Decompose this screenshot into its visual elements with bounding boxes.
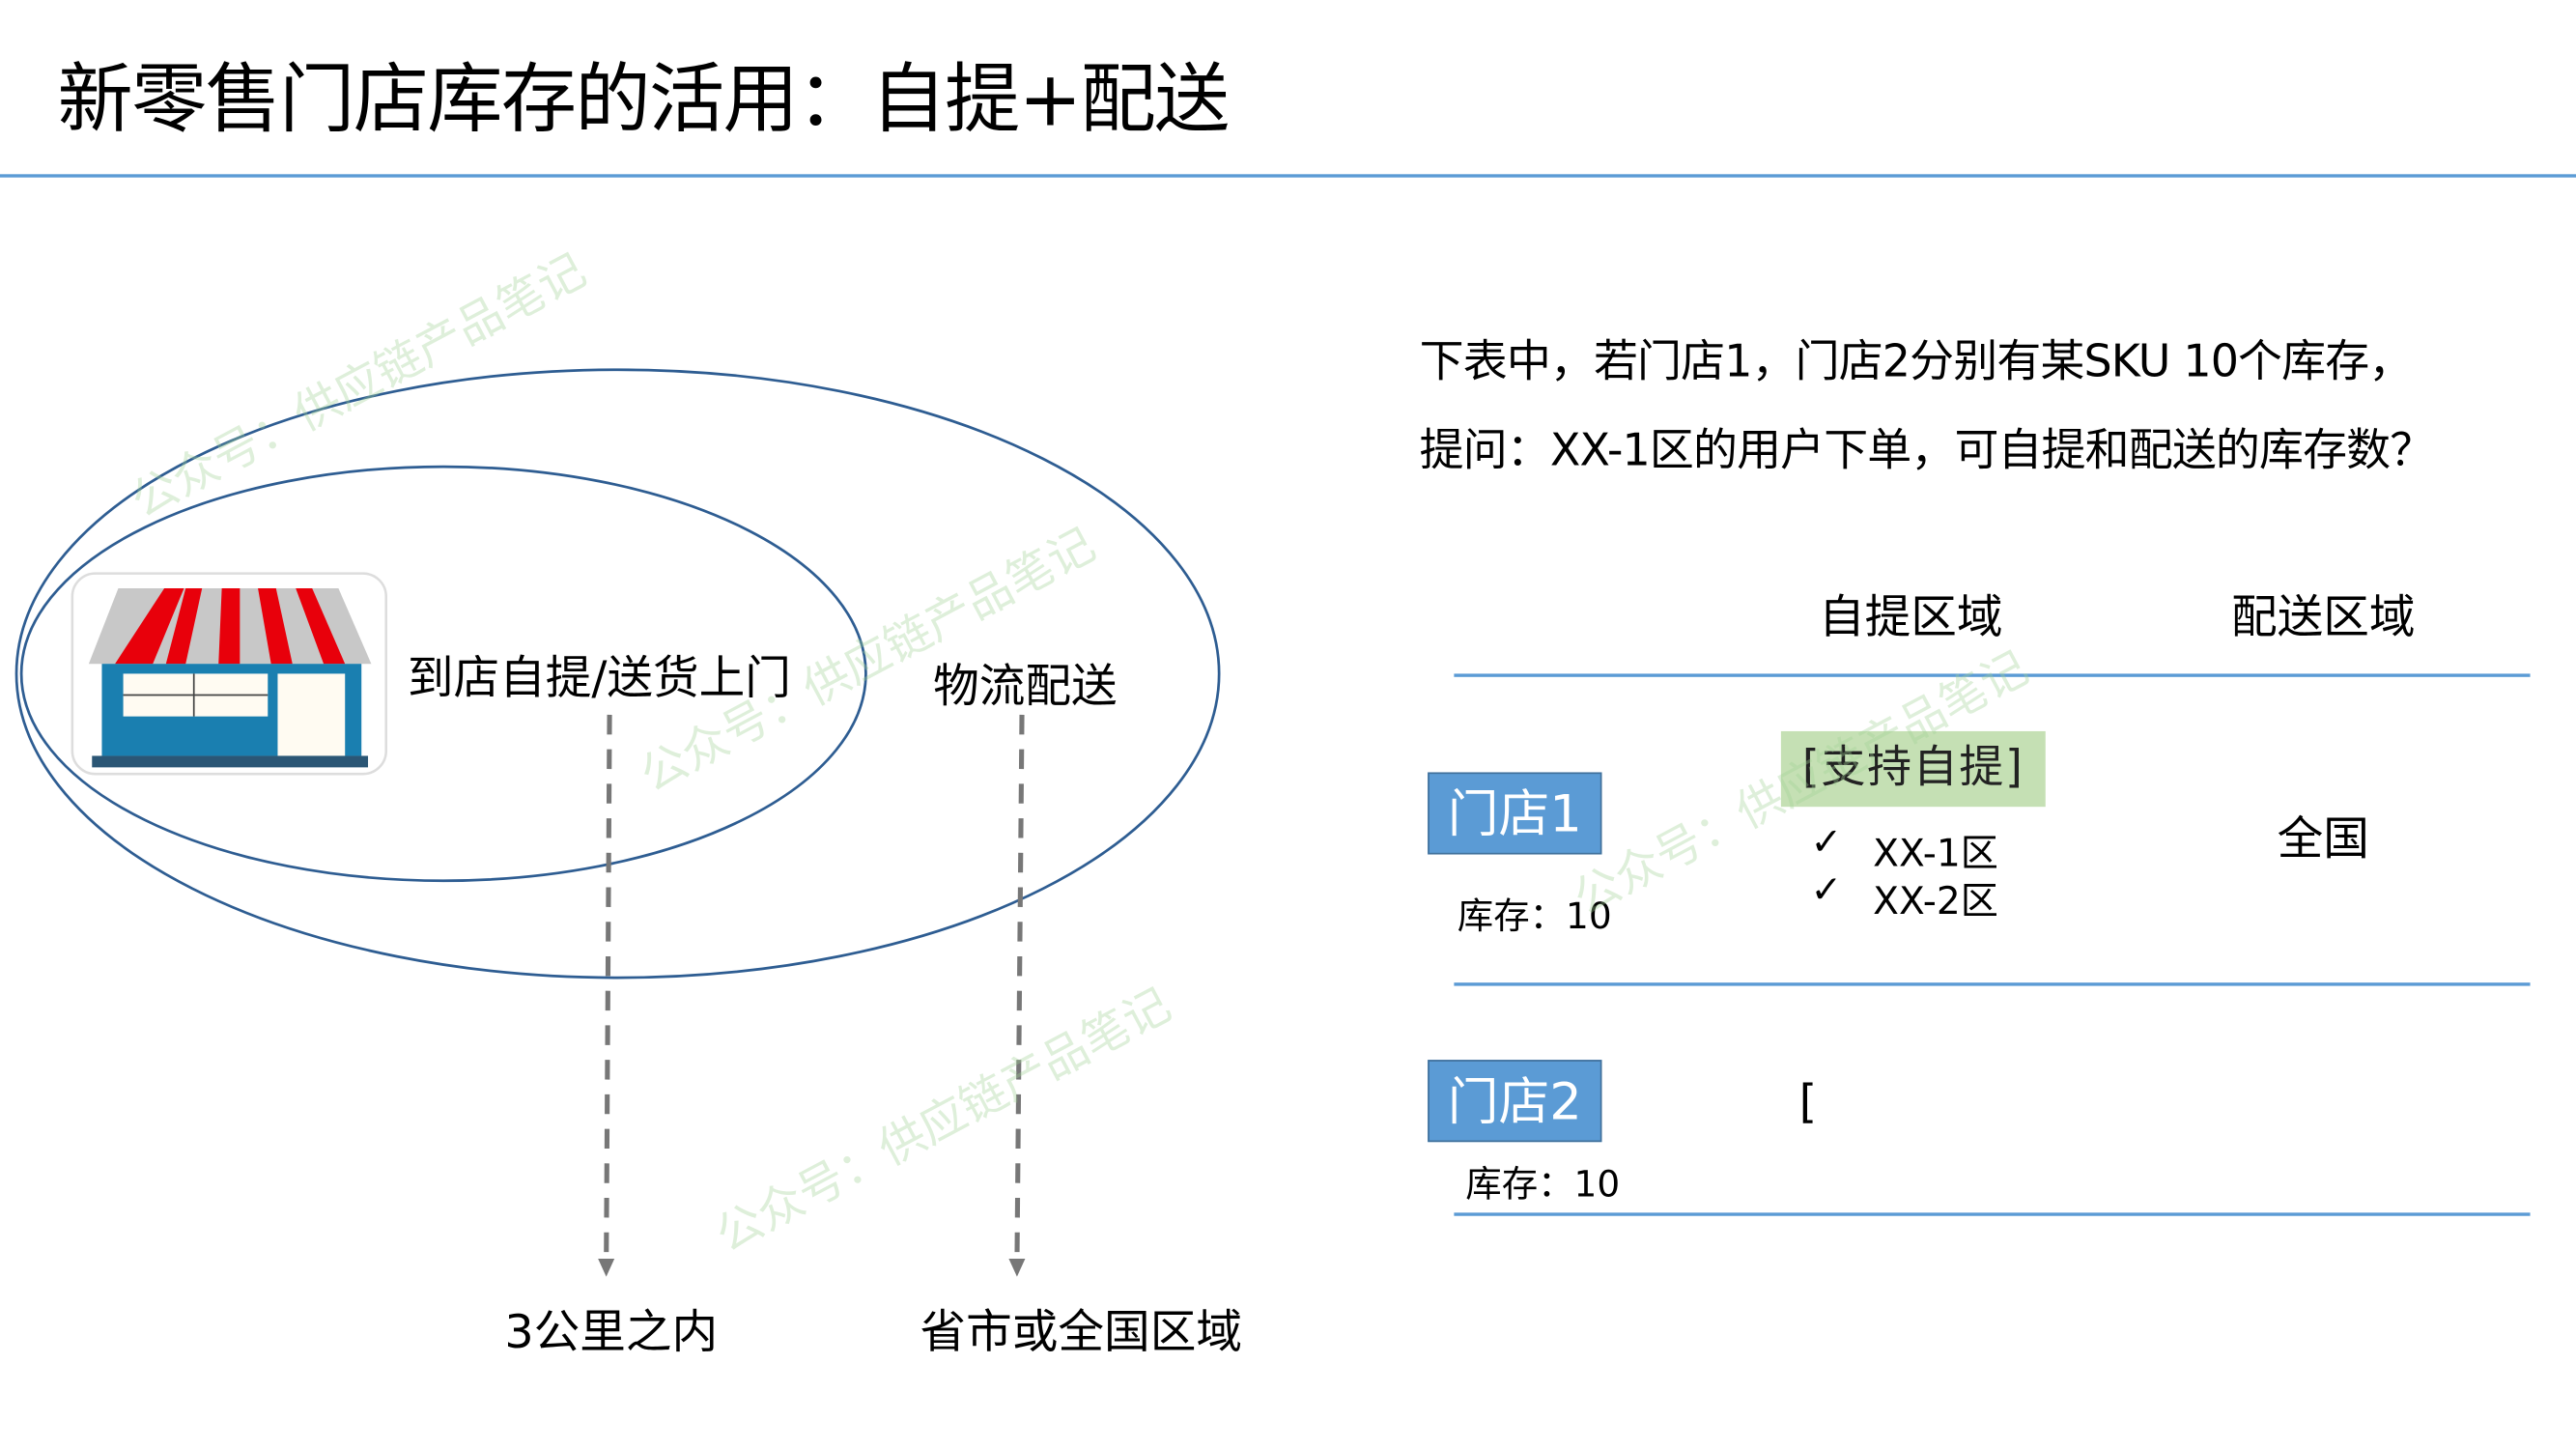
- table-divider: [1454, 673, 2531, 676]
- pickup-area-1: XX-1区: [1873, 833, 1998, 876]
- check-icon: ✓: [1810, 821, 1843, 865]
- pickup-area-2: XX-2区: [1873, 880, 1998, 923]
- dashed-arrow-line-1: [604, 714, 612, 1265]
- store-2-stock: 库存：10: [1465, 1165, 1621, 1207]
- question-line-2: 提问：XX-1区的用户下单，可自提和配送的库存数？: [1419, 425, 2435, 477]
- store-icon: [71, 572, 388, 776]
- table-divider: [1454, 1212, 2531, 1215]
- table-divider: [1454, 982, 2531, 985]
- inner-ellipse: [19, 465, 867, 883]
- outer-range-label: 省市或全国区域: [920, 1304, 1242, 1359]
- page-title: 新零售门店库存的活用：自提+配送: [57, 54, 1231, 143]
- store-1-stock: 库存：10: [1457, 896, 1612, 939]
- header-pickup-area: 自提区域: [1818, 589, 2003, 644]
- check-icon: ✓: [1810, 868, 1843, 913]
- inner-range-label: 3公里之内: [504, 1304, 719, 1359]
- arrow-head-2: [1008, 1258, 1026, 1277]
- question-line-1: 下表中，若门店1，门店2分别有某SKU 10个库存，: [1419, 336, 2414, 388]
- store-2-pickup: [: [1798, 1074, 1818, 1129]
- title-divider: [0, 174, 2576, 178]
- store-1-delivery: 全国: [2277, 811, 2369, 867]
- header-delivery-area: 配送区域: [2230, 589, 2416, 644]
- store-2-badge: 门店2: [1428, 1060, 1602, 1143]
- outer-ellipse: [14, 368, 1221, 980]
- arrow-head-1: [598, 1258, 615, 1277]
- outer-ellipse-label: 物流配送: [933, 659, 1118, 714]
- dashed-arrow-line-2: [1014, 714, 1025, 1265]
- pickup-supported-badge: [支持自提]: [1780, 730, 2046, 808]
- store-1-badge: 门店1: [1428, 772, 1602, 855]
- inner-ellipse-label: 到店自提/送货上门: [407, 650, 791, 705]
